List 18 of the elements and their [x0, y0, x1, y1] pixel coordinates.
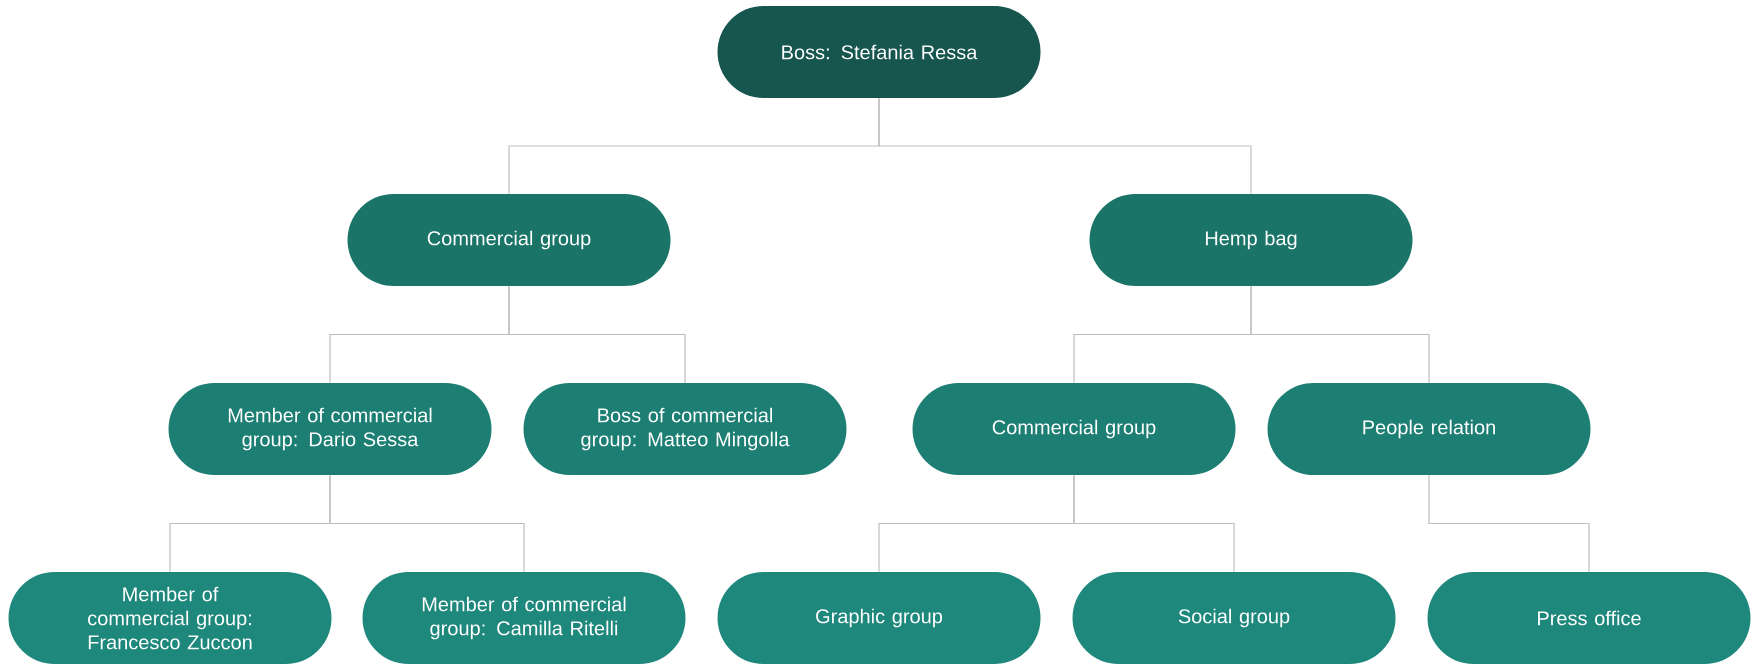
connector: [878, 97, 1252, 195]
org-box: Boss: Stefania Ressa: [717, 6, 1041, 98]
org-box: Member of commercial group: Dario Sessa: [168, 383, 492, 475]
org-box: Graphic group: [717, 572, 1041, 664]
org-box: Boss of commercial group: Matteo Mingolla: [523, 383, 847, 475]
connector: [1250, 285, 1430, 384]
org-box: Social group: [1072, 572, 1396, 664]
connector: [1428, 474, 1590, 573]
org-box: People relation: [1267, 383, 1591, 475]
org-box: Commercial group: [912, 383, 1236, 475]
org-box: Member of commercial group: Camilla Ritelli: [362, 572, 686, 664]
connector: [329, 474, 525, 573]
connector: [1073, 474, 1235, 573]
connector: [508, 285, 686, 384]
org-box: Commercial group: [347, 194, 671, 286]
org-box: Press office: [1427, 572, 1751, 664]
org-box: Member of commercial group: Francesco Zuccon: [8, 572, 332, 664]
org-box: Hemp bag: [1089, 194, 1413, 286]
